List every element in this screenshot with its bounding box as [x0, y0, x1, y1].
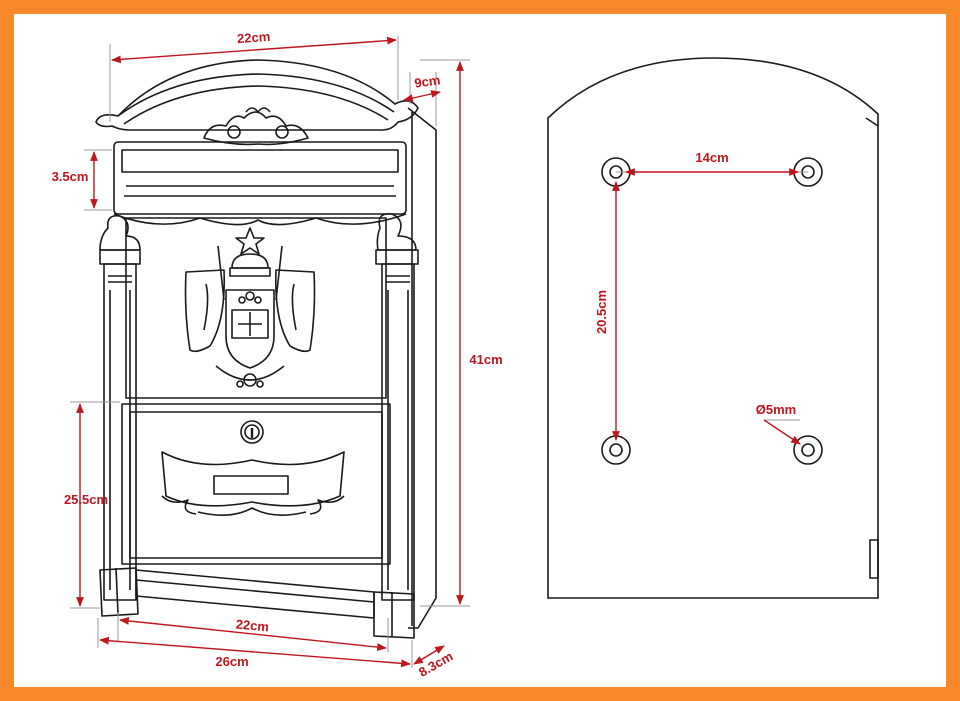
dim-line-hole-diameter: [763, 419, 801, 445]
arched-roof: [95, 59, 419, 131]
label-top-width: 22cm: [237, 29, 271, 46]
base-left: [99, 567, 139, 617]
dim-line-base-width: [99, 636, 411, 668]
scroll-plaque: [161, 451, 345, 507]
upper-body-panel: [125, 217, 387, 399]
label-hole-spacing-vertical: 20.5cm: [594, 290, 609, 334]
label-door-height: 25.5cm: [64, 492, 108, 507]
label-base-width: 26cm: [215, 654, 248, 669]
label-slot-height: 3.5cm: [52, 169, 89, 184]
mounting-hole-bottom-left: [601, 435, 631, 465]
base-plinth: [135, 569, 375, 619]
roof-ornament: [203, 111, 309, 146]
dim-line-base-depth: [413, 645, 445, 665]
keyhole-icon: [240, 420, 264, 444]
dim-line-top-width: [111, 36, 397, 64]
coat-of-arms-emblem: [184, 227, 316, 388]
label-base-depth: 8.3cm: [416, 648, 455, 679]
lower-door: [121, 403, 391, 565]
left-column: [103, 263, 137, 601]
label-hole-diameter: Ø5mm: [756, 402, 796, 417]
front-view: [95, 59, 437, 639]
label-depth-top: 9cm: [413, 72, 441, 90]
label-hole-spacing-horizontal: 14cm: [695, 150, 728, 165]
back-panel-outline: [547, 57, 879, 599]
label-total-height: 41cm: [469, 352, 502, 367]
dim-line-depth-top: [403, 90, 441, 102]
letter-slot-panel: [113, 141, 407, 215]
mounting-hole-bottom-right: [793, 435, 823, 465]
label-inner-width: 22cm: [235, 617, 269, 635]
base-right: [373, 591, 415, 639]
back-view: [547, 57, 879, 599]
